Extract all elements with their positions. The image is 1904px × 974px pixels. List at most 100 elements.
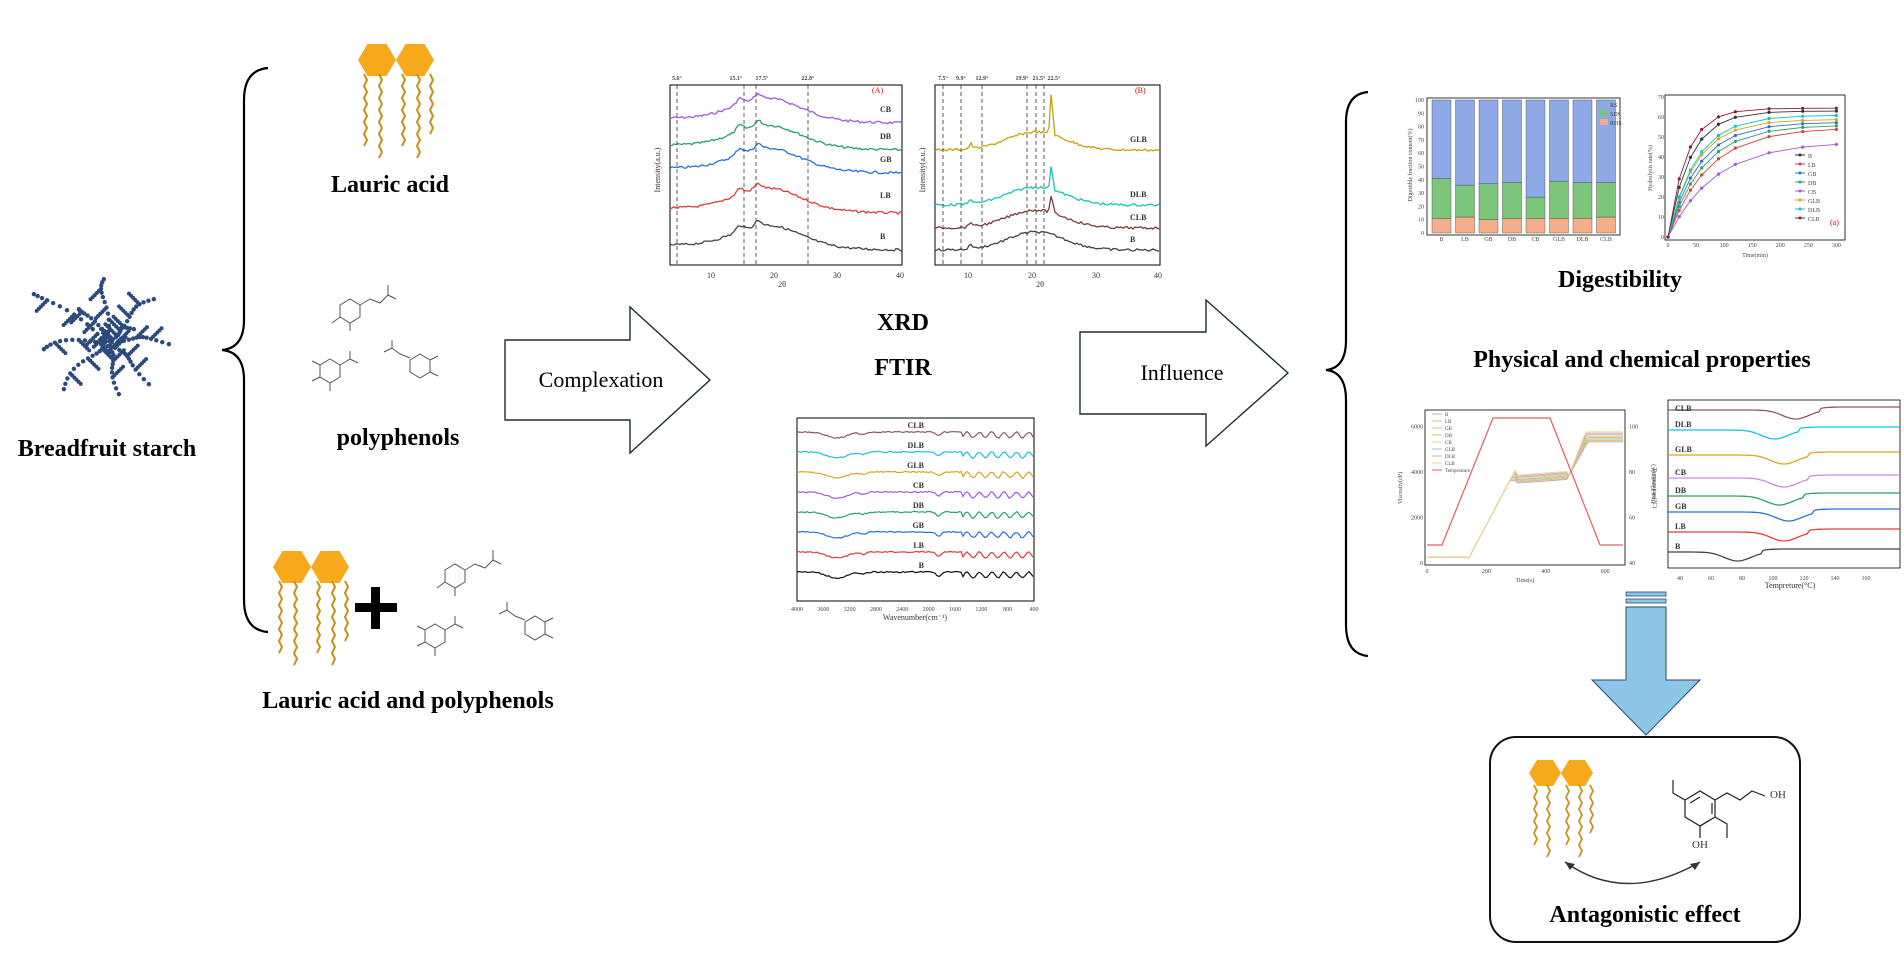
starch-unit	[57, 338, 63, 344]
hydro-xtick: 150	[1748, 243, 1757, 249]
breadfruit-starch-label: Breadfruit starch	[18, 436, 196, 462]
ftir-xtick: 1600	[949, 607, 961, 613]
hydro-ytick: 0	[1661, 235, 1664, 241]
xrd-a-peak-label: 5.6°	[672, 75, 683, 82]
ftir-xtick: 3600	[817, 607, 829, 613]
hydro-xtick: 300	[1832, 243, 1841, 249]
hydro-legend-marker	[1798, 153, 1802, 157]
starch-unit	[71, 366, 77, 372]
xrd-b-peak-label: 9.9°	[956, 75, 967, 82]
xrd-b-series-line	[934, 166, 1160, 207]
ftir-series-label: GB	[912, 521, 924, 530]
ftir-series-label: GLB	[907, 461, 925, 470]
left-brace	[221, 66, 269, 634]
starch-unit	[78, 381, 83, 386]
ftir-xtick: 2400	[896, 607, 908, 613]
starch-unit	[166, 341, 172, 347]
xrd-b-series-label: CLB	[1130, 213, 1147, 222]
ftir-series-line	[796, 550, 1034, 559]
starch-unit	[151, 296, 157, 302]
starch-unit	[88, 339, 93, 344]
rva-series-line	[1427, 437, 1623, 560]
hydro-xtick: 0	[1667, 243, 1670, 249]
starch-unit	[87, 348, 92, 353]
xrd-a-series-label: CB	[880, 105, 892, 114]
ftir-series-line	[797, 450, 1034, 460]
arrowhead-right	[1690, 862, 1700, 870]
hydro-ytick: 70	[1658, 95, 1664, 101]
starch-unit	[144, 325, 149, 330]
rva-ytick-right: 80	[1629, 470, 1635, 476]
dsc-xtick: 160	[1862, 576, 1871, 582]
plus-icon	[355, 587, 397, 629]
starch-unit	[140, 334, 146, 340]
xrd-a-xtick: 40	[896, 271, 904, 280]
ftir-series-label: DB	[913, 501, 925, 510]
dsc-series-line	[1668, 492, 1900, 506]
starch-unit	[50, 300, 56, 306]
ftir-series-line	[796, 430, 1034, 439]
rva-ylabel-left: Viscosity(cP)	[1397, 472, 1404, 504]
starch-unit	[100, 294, 106, 300]
right-brace	[1325, 90, 1369, 658]
starch-unit	[76, 306, 82, 312]
hydro-tag: (a)	[1830, 218, 1839, 227]
influence-arrow	[1079, 298, 1290, 448]
hydro-xtick: 250	[1804, 243, 1813, 249]
hydro-series-line	[1667, 119, 1837, 238]
starch-unit	[34, 308, 39, 313]
rva-series-line	[1427, 435, 1623, 560]
hydro-legend-label: DLB	[1808, 208, 1820, 214]
xrd-b-series-line	[934, 94, 1160, 152]
starch-unit	[76, 362, 81, 367]
ftir-series-label: CB	[913, 481, 925, 490]
xrd-title: XRD	[877, 310, 929, 336]
rva-series-line	[1427, 438, 1623, 560]
dsc-series-label: CB	[1675, 468, 1687, 477]
bar-rds	[1572, 218, 1593, 234]
dihydroxyphenylacetic-acid-structure-icon	[383, 340, 439, 379]
hydro-legend-label: LB	[1808, 163, 1816, 169]
digest-legend-swatch	[1600, 110, 1608, 116]
xrd-b-peak-label: 22.5°	[1048, 75, 1062, 82]
digest-legend-label: RS	[1610, 103, 1617, 109]
rva-ytick-left: 4000	[1411, 470, 1423, 476]
bar-sds	[1478, 183, 1499, 220]
bar-rds	[1525, 218, 1546, 234]
bar-rds	[1431, 218, 1452, 234]
xrd-a-xtick: 20	[770, 271, 778, 280]
starch-unit	[126, 291, 131, 296]
xrd-a-ylabel: Intensity(a.u.)	[653, 147, 662, 192]
starch-unit	[85, 322, 90, 327]
hydro-legend-marker	[1798, 198, 1802, 202]
starch-unit	[146, 381, 152, 387]
digest-ytick: 30	[1418, 191, 1424, 197]
hydro-legend-marker	[1798, 171, 1802, 175]
ftir-series-label: B	[919, 561, 925, 570]
digest-category: CB	[1531, 237, 1539, 243]
bar-rds	[1549, 218, 1569, 234]
lauric-acid-icon-result	[1529, 760, 1595, 858]
starch-unit	[61, 386, 67, 392]
rva-ytick-right: 40	[1629, 561, 1635, 567]
starch-unit	[106, 338, 112, 344]
digest-category: B	[1439, 237, 1443, 243]
starch-unit	[159, 326, 164, 331]
xrd-a-xtick: 30	[833, 271, 841, 280]
bar-rds	[1502, 218, 1522, 234]
starch-unit	[63, 351, 68, 356]
hydro-legend-marker	[1798, 180, 1802, 184]
starch-unit	[117, 304, 122, 309]
rva-legend-label: DLB	[1445, 455, 1456, 460]
starch-unit	[123, 335, 128, 340]
xrd-a-series-line	[669, 92, 903, 125]
dsc-series-label: B	[1675, 542, 1681, 551]
starch-unit	[93, 316, 98, 321]
dsc-series-label: GB	[1675, 502, 1687, 511]
ftir-series-line	[796, 470, 1034, 480]
xrd-b-peak-label: 12.9°	[976, 75, 990, 82]
starch-unit	[105, 311, 111, 316]
